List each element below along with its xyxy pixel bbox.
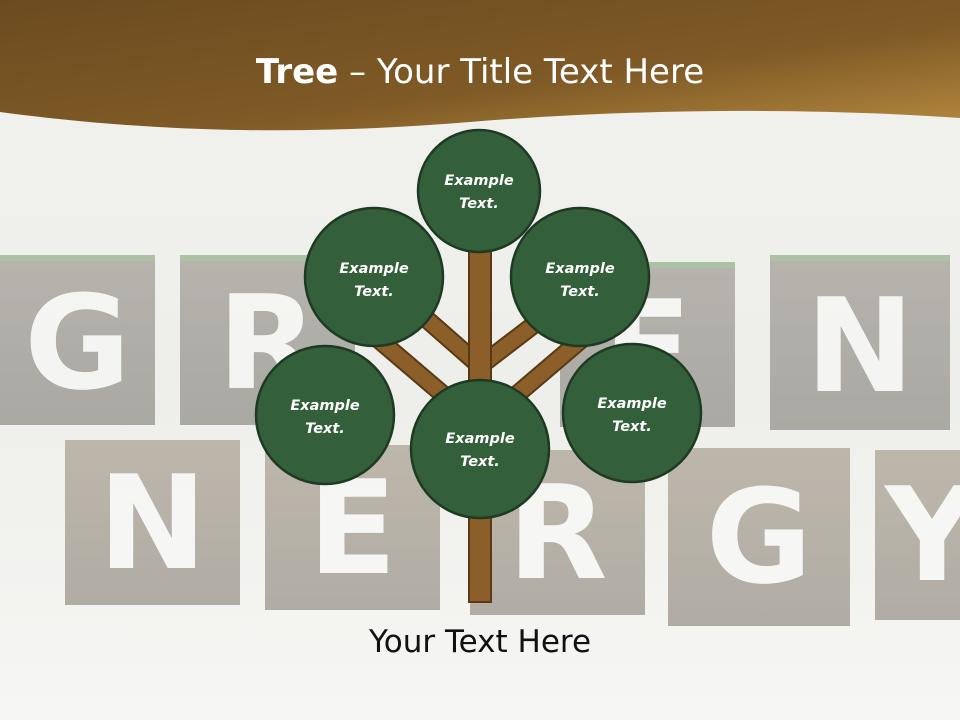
bg-cube: Y	[875, 450, 960, 620]
node-upper-left: Example Text.	[303, 206, 445, 348]
node-upper-left-line1: Example	[339, 261, 409, 277]
node-upper-right: Example Text.	[509, 206, 651, 348]
node-top-line1: Example	[444, 173, 514, 189]
node-upper-left-line2: Text.	[354, 284, 394, 300]
bg-cube: G	[0, 255, 155, 425]
slide-title: Tree – Your Title Text Here	[0, 52, 960, 92]
title-rest: Your Title Text Here	[376, 52, 705, 92]
node-center: Example Text.	[409, 378, 551, 520]
node-center-line2: Text.	[460, 454, 500, 470]
node-lower-left: Example Text.	[254, 344, 396, 486]
node-upper-right-line1: Example	[545, 261, 615, 277]
node-top: Example Text.	[416, 128, 542, 254]
bg-cube: N	[65, 440, 240, 605]
node-lower-right: Example Text.	[561, 342, 703, 484]
node-top-line2: Text.	[459, 196, 499, 212]
node-lower-right-line1: Example	[597, 396, 667, 412]
node-lower-right-line2: Text.	[612, 419, 652, 435]
node-center-line1: Example	[445, 431, 515, 447]
header-band	[0, 0, 960, 131]
node-lower-left-line2: Text.	[305, 421, 345, 437]
node-lower-left-line1: Example	[290, 398, 360, 414]
bg-cube: N	[770, 255, 950, 430]
footer-text: Your Text Here	[368, 624, 592, 660]
title-dash: –	[338, 52, 377, 92]
bg-cube: G	[668, 448, 850, 626]
title-bold: Tree	[255, 52, 339, 92]
node-upper-right-line2: Text.	[560, 284, 600, 300]
